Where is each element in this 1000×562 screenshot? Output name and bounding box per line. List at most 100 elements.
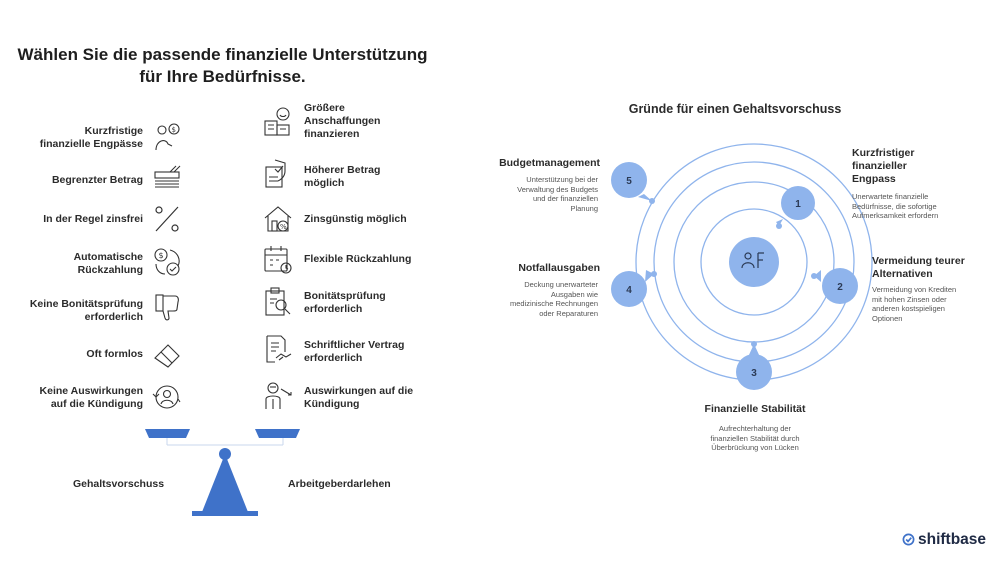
reason-number-2: 2 <box>837 282 843 293</box>
loan-feature-5-line-2: erforderlich <box>304 303 363 315</box>
reason-3-desc-line-3: Überbrückung von Lücken <box>711 443 799 452</box>
reason-5-desc-line-4: Planung <box>570 203 598 213</box>
reason-5-desc-line-3: und der finanziellen <box>532 194 598 203</box>
reason-2-description: Vermeidung von Krediten mit hohen Zinsen… <box>872 285 956 323</box>
loan-feature-6-line-2: erforderlich <box>304 352 363 364</box>
reason-number-1: 1 <box>795 199 801 210</box>
loan-feature-3-line-1: Zinsgünstig möglich <box>304 213 407 225</box>
reason-4-desc-line-3: medizinische Rechnungen <box>510 299 598 308</box>
reason-number-3: 3 <box>751 368 757 379</box>
house-percent-icon: % <box>261 202 295 236</box>
loan-feature-4: Flexible Rückzahlung <box>304 253 424 266</box>
reason-number-5: 5 <box>626 176 632 187</box>
contract-handshake-icon <box>261 332 295 366</box>
reason-2-desc-line-1: Vermeidung von Krediten <box>872 285 957 294</box>
reason-marker-1 <box>776 186 815 229</box>
advance-feature-1: Kurzfristige finanzielle Engpässe <box>3 125 143 151</box>
reason-1-title: Kurzfristiger finanzieller Engpass <box>852 147 914 186</box>
reason-4-desc-line-4: oder Reparaturen <box>539 308 598 318</box>
main-title: Wählen Sie die passende finanzielle Unte… <box>0 44 445 88</box>
reason-1-desc-line-1: Unerwartete finanzielle <box>852 192 929 201</box>
advance-feature-6: Oft formlos <box>3 348 143 361</box>
person-coin-icon: $ <box>150 120 184 154</box>
advance-feature-6-line-1: Oft formlos <box>86 348 143 360</box>
reason-2-title-line-1: Vermeidung teurer <box>872 255 965 267</box>
thumbs-down-icon <box>150 290 184 324</box>
reason-1-desc-line-2: Bedürfnisse, die sofortige <box>852 201 937 211</box>
reason-1-title-line-1: Kurzfristiger <box>852 147 915 159</box>
reason-marker-4 <box>611 270 657 307</box>
reasons-orbit-diagram: 1 2 3 4 5 <box>611 143 873 390</box>
loan-feature-7-line-2: Kündigung <box>304 398 360 410</box>
person-refresh-icon <box>150 380 184 414</box>
loan-feature-1-line-3: finanzieren <box>304 128 360 140</box>
money-stack-icon <box>150 163 184 197</box>
reason-3-title-line-1: Finanzielle Stabilität <box>704 403 806 415</box>
advance-feature-1-line-1: Kurzfristige <box>84 125 143 137</box>
loan-feature-1-line-2: Anschaffungen <box>304 115 381 127</box>
advance-feature-4-line-2: Rückzahlung <box>77 264 143 276</box>
building-smile-icon <box>261 105 295 139</box>
advance-feature-2-line-1: Begrenzter Betrag <box>51 174 143 186</box>
svg-text:$: $ <box>172 126 176 134</box>
scale-right-pan <box>255 429 300 438</box>
main-title-line-2: für Ihre Bedürfnisse. <box>139 67 306 86</box>
loan-feature-1-line-1: Größere <box>304 102 345 114</box>
advance-feature-3-line-1: In der Regel zinsfrei <box>43 213 143 225</box>
reason-marker-3 <box>736 341 772 390</box>
reason-1-description: Unerwartete finanzielle Bedürfnisse, die… <box>852 192 938 221</box>
scale-right-label: Arbeitgeberdarlehen <box>288 478 391 490</box>
eraser-icon <box>150 337 184 371</box>
reason-3-desc-line-2: finanziellen Stabilität durch <box>710 433 800 443</box>
reason-marker-5 <box>611 162 655 204</box>
reason-2-title-line-2: Alternativen <box>872 268 933 280</box>
reason-4-title-line-1: Notfallausgaben <box>518 262 600 274</box>
loan-feature-7: Auswirkungen auf die Kündigung <box>304 385 424 411</box>
reason-2-desc-line-2: mit hohen Zinsen oder <box>872 294 947 304</box>
loan-feature-6-line-1: Schriftlicher Vertrag <box>304 339 405 351</box>
auto-repay-icon: $ <box>150 244 184 278</box>
reasons-title: Gründe für einen Gehaltsvorschuss <box>628 102 842 116</box>
reason-4-title: Notfallausgaben <box>480 262 600 275</box>
loan-feature-5: Bonitätsprüfung erforderlich <box>304 290 424 316</box>
advance-feature-7: Keine Auswirkungen auf die Kündigung <box>3 385 143 411</box>
reason-3-desc-line-1: Aufrechterhaltung der <box>718 424 792 433</box>
main-title-line-1: Wählen Sie die passende finanzielle Unte… <box>17 45 428 64</box>
reason-3-title: Finanzielle Stabilität <box>680 403 830 416</box>
clipboard-search-icon <box>261 285 295 319</box>
people-icon <box>741 252 764 269</box>
center-hub <box>729 237 779 287</box>
brand-name: shiftbase <box>918 531 987 548</box>
loan-feature-2: Höherer Betrag möglich <box>304 164 424 190</box>
reason-5-desc-line-2: Verwaltung des Budgets <box>517 184 598 194</box>
calendar-icon <box>261 242 295 276</box>
reason-3-description: Aufrechterhaltung der finanziellen Stabi… <box>680 424 830 453</box>
scale-base <box>192 511 258 516</box>
scale-stand <box>202 454 248 512</box>
reason-4-desc-line-2: Ausgaben wie <box>550 289 598 299</box>
shiftbase-check-icon <box>902 533 915 546</box>
reason-5-description: Unterstützung bei der Verwaltung des Bud… <box>480 175 598 213</box>
reason-2-title: Vermeidung teurer Alternativen <box>872 255 965 281</box>
person-warning-icon <box>261 379 295 413</box>
advance-feature-3: In der Regel zinsfrei <box>3 213 143 226</box>
percent-icon <box>150 202 184 236</box>
reason-2-desc-line-4: Optionen <box>872 313 903 323</box>
advance-feature-4-line-1: Automatische <box>73 251 143 263</box>
advance-feature-5: Keine Bonitätsprüfung erforderlich <box>3 298 143 324</box>
loan-feature-3: Zinsgünstig möglich <box>304 213 424 226</box>
advance-feature-5-line-2: erforderlich <box>84 311 143 323</box>
loan-feature-4-line-1: Flexible Rückzahlung <box>304 253 412 265</box>
reason-5-title-line-1: Budgetmanagement <box>499 157 600 169</box>
reason-1-title-line-2: finanzieller <box>852 160 907 172</box>
scale-hangers <box>166 438 284 445</box>
advance-feature-1-line-2: finanzielle Engpässe <box>39 138 143 150</box>
advance-feature-2: Begrenzter Betrag <box>3 174 143 187</box>
reason-5-title: Budgetmanagement <box>480 157 600 170</box>
scale-left-pan <box>145 429 190 438</box>
loan-feature-5-line-1: Bonitätsprüfung <box>304 290 386 302</box>
loan-feature-1: Größere Anschaffungen finanzieren <box>304 102 424 141</box>
orbit-ring-1 <box>700 208 808 316</box>
reason-2-desc-line-3: anderen kostspieligen <box>872 304 945 313</box>
loan-feature-6: Schriftlicher Vertrag erforderlich <box>304 339 424 365</box>
